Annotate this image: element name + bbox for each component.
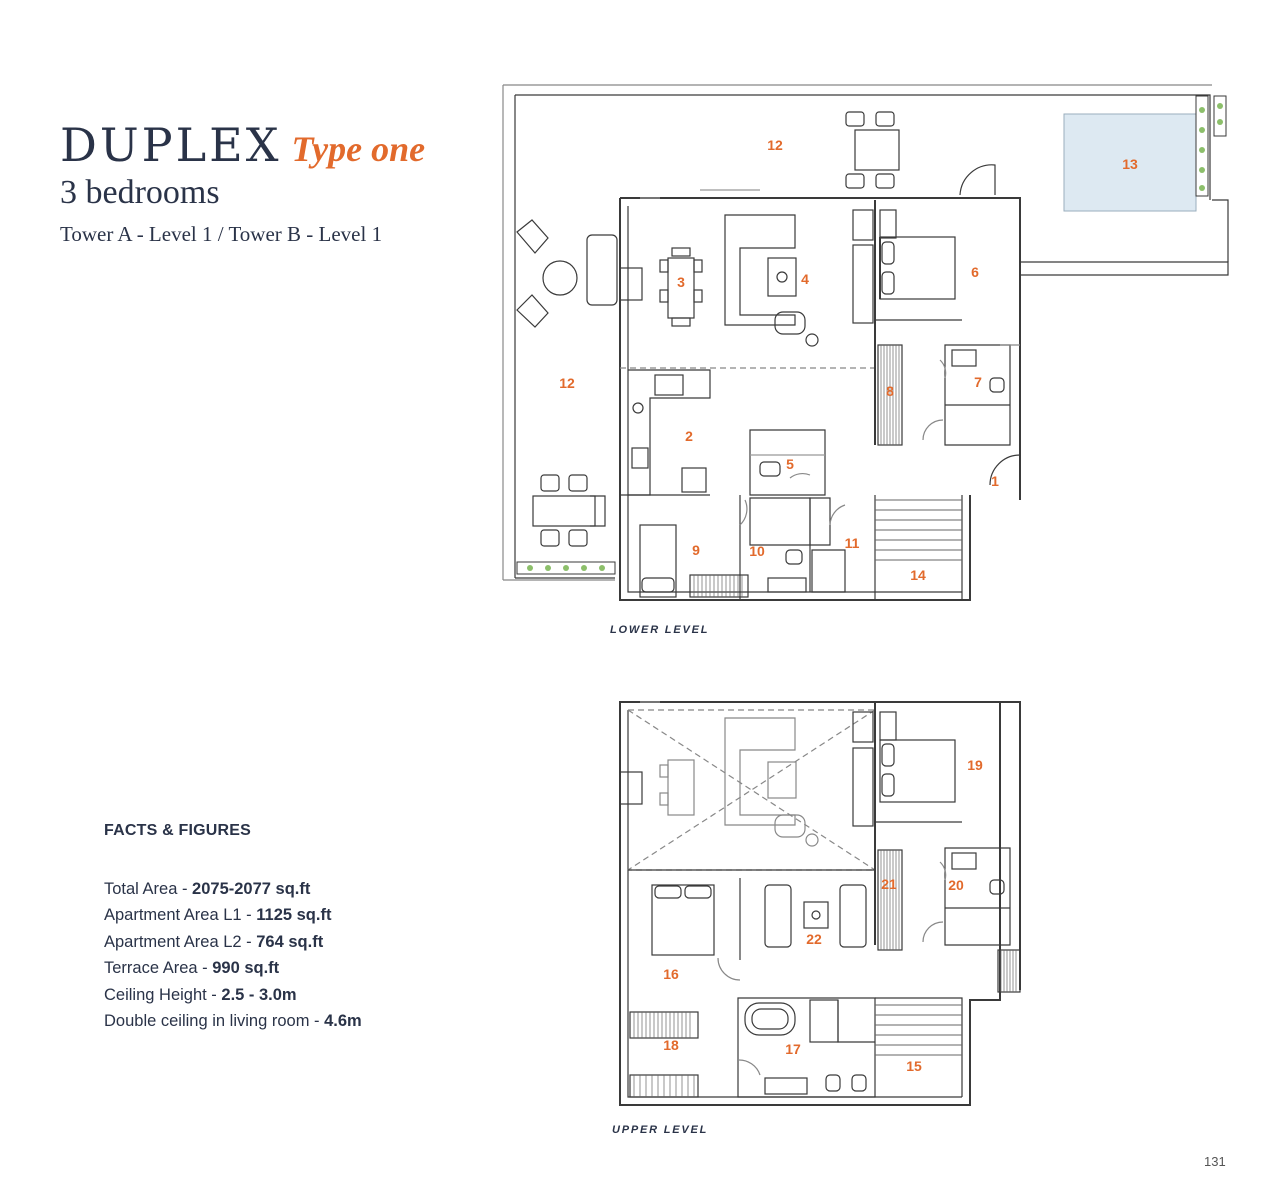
room-label: 22 <box>806 931 822 947</box>
room-label: 15 <box>906 1058 922 1074</box>
fact-label: Apartment Area L2 - <box>104 932 257 951</box>
room-label: 10 <box>749 543 765 559</box>
room-label: 19 <box>967 757 983 773</box>
room-label: 6 <box>971 264 979 280</box>
tower-level-text: Tower A - Level 1 / Tower B - Level 1 <box>60 222 383 246</box>
fact-row: Double ceiling in living room - 4.6m <box>104 1008 362 1034</box>
fact-row: Ceiling Height - 2.5 - 3.0m <box>104 982 362 1008</box>
upper-level-drawing: 19 21 20 22 16 18 17 15 <box>619 701 1021 1106</box>
upper-level-caption: UPPER LEVEL <box>612 1124 709 1136</box>
bedrooms-subtitle: 3 bedrooms <box>60 174 220 211</box>
fact-value: 2.5 - 3.0m <box>221 985 297 1004</box>
fact-label: Total Area - <box>104 880 193 898</box>
room-label: 14 <box>910 567 926 583</box>
fact-label: Ceiling Height - <box>104 985 222 1004</box>
fact-value: 764 sq.ft <box>256 932 324 951</box>
room-label: 5 <box>786 456 794 472</box>
fact-label: Double ceiling in living room - <box>104 1012 325 1031</box>
room-label: 17 <box>785 1041 801 1057</box>
room-label: 8 <box>886 383 894 399</box>
facts-figures: FACTS & FIGURES Total Area - 2075-2077 s… <box>104 822 362 1034</box>
room-label: 21 <box>881 876 897 892</box>
lower-level-caption: LOWER LEVEL <box>610 624 710 636</box>
room-label: 12 <box>767 137 783 153</box>
room-label: 9 <box>692 542 700 558</box>
room-label: 2 <box>685 428 693 444</box>
fact-row: Total Area - 2075-2077 sq.ft <box>104 876 362 902</box>
title-accent: Type one <box>291 129 426 169</box>
page-title: DUPLEX <box>60 118 282 172</box>
room-label: 1 <box>991 473 999 489</box>
lower-level-plan: 12 13 3 4 6 12 7 8 2 5 1 9 10 11 14 <box>502 84 1229 601</box>
room-label: 12 <box>559 375 575 391</box>
fact-value: 4.6m <box>324 1012 362 1031</box>
fact-value: 990 sq.ft <box>212 959 280 978</box>
room-label: 18 <box>663 1037 679 1053</box>
fact-row: Terrace Area - 990 sq.ft <box>104 955 362 981</box>
room-label: 13 <box>1122 156 1138 172</box>
room-label: 11 <box>845 535 860 551</box>
pool <box>1063 113 1197 212</box>
fact-row: Apartment Area L1 - 1125 sq.ft <box>104 902 362 928</box>
fact-label: Terrace Area - <box>104 959 213 978</box>
room-label: 16 <box>663 966 679 982</box>
room-label: 7 <box>974 374 982 390</box>
fact-value: 1125 sq.ft <box>256 906 332 925</box>
room-label: 4 <box>801 271 809 287</box>
planter-plants <box>527 103 1223 571</box>
fact-row: Apartment Area L2 - 764 sq.ft <box>104 929 362 955</box>
lower-level-drawing: 12 13 3 4 6 12 7 8 2 5 1 9 10 11 14 <box>502 84 1229 601</box>
room-label: 3 <box>677 274 685 290</box>
page-number: 131 <box>1204 1154 1226 1169</box>
room-label: 20 <box>948 877 964 893</box>
fact-label: Apartment Area L1 - <box>104 906 257 925</box>
facts-heading: FACTS & FIGURES <box>104 822 252 839</box>
upper-level-plan: 19 21 20 22 16 18 17 15 <box>0 690 1286 1120</box>
fact-value: 2075-2077 sq.ft <box>192 880 311 898</box>
